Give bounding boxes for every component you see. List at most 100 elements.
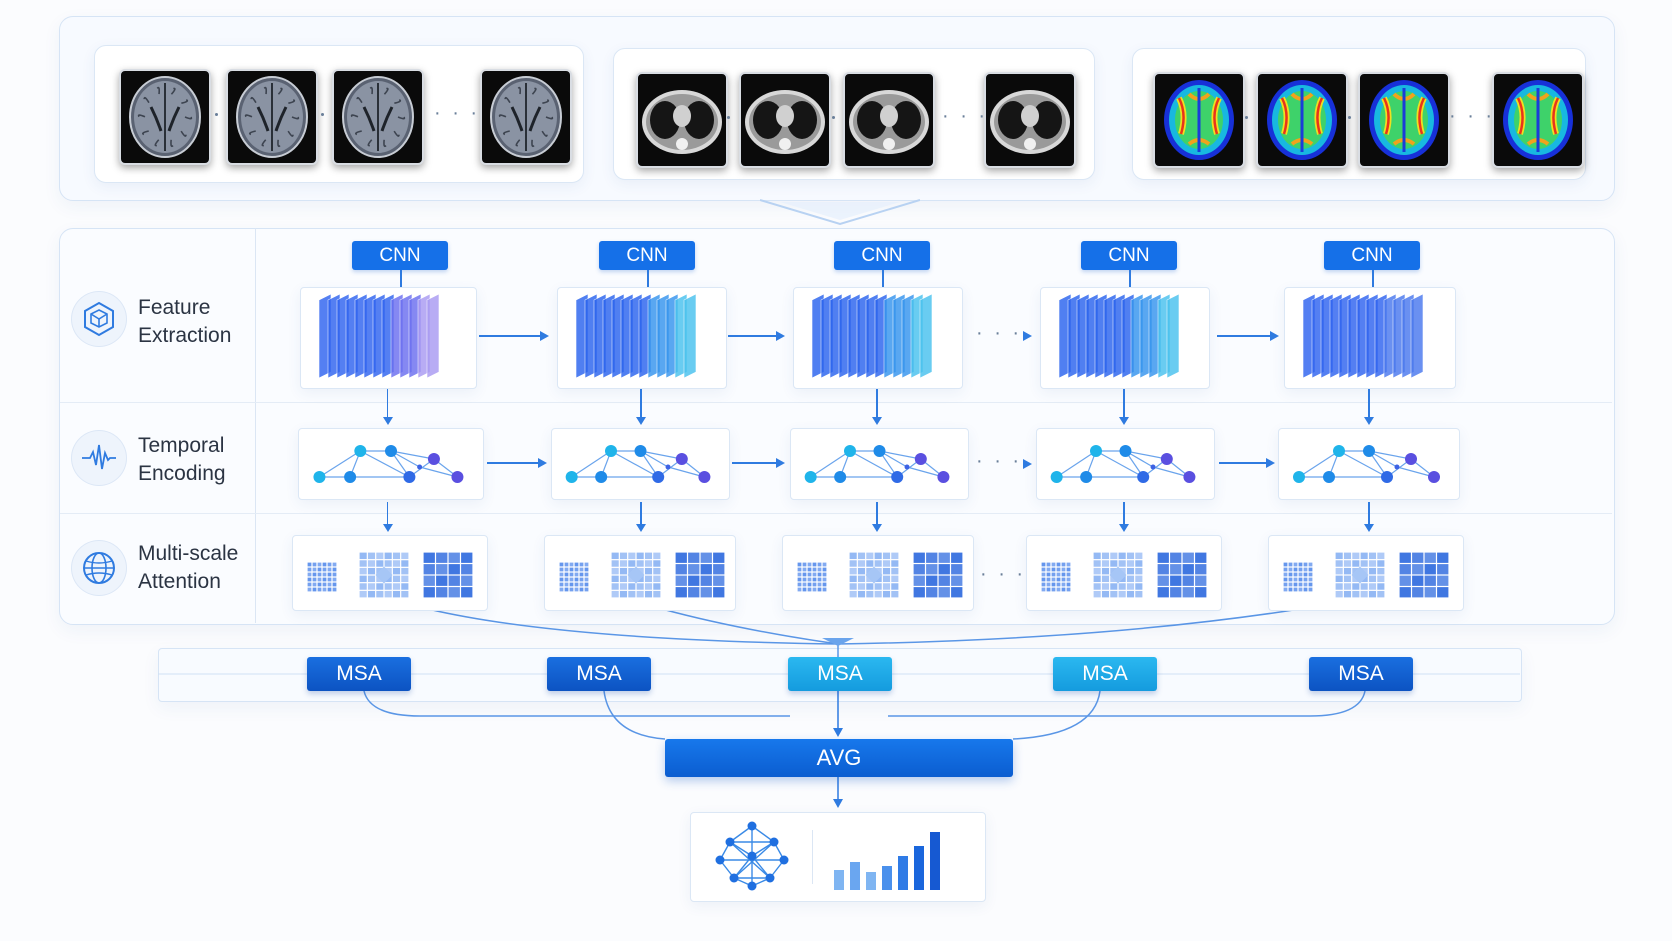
down-arrow xyxy=(386,502,388,526)
output-divider xyxy=(812,830,813,884)
down-arrowhead xyxy=(1364,524,1374,532)
brain-mri-slice xyxy=(332,69,424,165)
stage-label-column xyxy=(59,228,256,623)
down-arrow xyxy=(1368,502,1370,526)
right-arrow xyxy=(728,335,778,337)
column-ellipsis: · · · xyxy=(980,563,1027,585)
feature-extraction-label: Feature Extraction xyxy=(138,296,232,347)
cnn-label: CNN xyxy=(1324,241,1420,270)
msa-block-3: MSA xyxy=(788,657,892,691)
down-arrow xyxy=(386,389,388,419)
scan-separator-dot xyxy=(727,116,730,119)
neural-network-icon xyxy=(715,821,789,891)
right-arrowhead xyxy=(540,331,549,341)
brain-pet-slice xyxy=(1153,72,1245,168)
down-arrowhead xyxy=(382,524,393,532)
scan-ellipsis: · · · xyxy=(434,102,481,124)
feature-map-card xyxy=(793,287,963,389)
down-arrowhead xyxy=(872,524,882,532)
cnn-connector xyxy=(882,270,884,287)
cnn-label: CNN xyxy=(1081,241,1177,270)
chest-ct-slice xyxy=(843,72,935,168)
right-arrowhead xyxy=(1266,458,1275,468)
right-arrowhead xyxy=(538,458,547,468)
panel-connector-chevron xyxy=(760,199,920,226)
right-arrowhead xyxy=(1023,331,1032,341)
attention-map-card xyxy=(1026,535,1222,611)
down-arrowhead xyxy=(872,417,882,425)
feature-map-card xyxy=(300,287,477,389)
down-arrow xyxy=(876,389,878,419)
feature-extraction-icon-badge xyxy=(72,292,126,346)
temporal-graph-card xyxy=(298,428,484,500)
cnn-connector xyxy=(1372,270,1374,287)
brain-mri-slice xyxy=(226,69,318,165)
row-divider xyxy=(60,402,1612,403)
right-arrow xyxy=(732,462,778,464)
right-arrowhead xyxy=(1270,331,1279,341)
scan-separator-dot xyxy=(321,113,324,116)
temporal-encoding-icon-badge xyxy=(72,431,126,485)
brain-mri-slice xyxy=(480,69,572,165)
down-arrow xyxy=(640,502,642,526)
globe-icon xyxy=(83,552,115,584)
feature-map-card xyxy=(1040,287,1210,389)
down-arrowhead xyxy=(1119,417,1129,425)
msa-block-5: MSA xyxy=(1309,657,1413,691)
right-arrowhead xyxy=(776,331,785,341)
feature-map-card xyxy=(557,287,727,389)
multiscale-attention-label: Multi-scale Attention xyxy=(138,542,239,593)
cnn-connector xyxy=(400,270,402,287)
down-arrow xyxy=(1123,389,1125,419)
multiscale-attention-icon-badge xyxy=(72,541,126,595)
msa-block-4: MSA xyxy=(1053,657,1157,691)
column-ellipsis: · · · xyxy=(976,322,1023,344)
waveform-icon xyxy=(82,444,116,470)
attention-map-card xyxy=(292,535,488,611)
cnn-label: CNN xyxy=(599,241,695,270)
feature-map-card xyxy=(1284,287,1456,389)
cnn-connector xyxy=(1129,270,1131,287)
down-arrow xyxy=(876,502,878,526)
bar-chart-icon xyxy=(834,832,940,890)
scan-separator-dot xyxy=(1245,116,1248,119)
down-arrowhead xyxy=(636,417,646,425)
right-arrow xyxy=(1219,462,1268,464)
temporal-graph-card xyxy=(790,428,969,500)
cnn-label: CNN xyxy=(834,241,930,270)
column-ellipsis: · · · xyxy=(976,450,1023,472)
brain-pet-slice xyxy=(1358,72,1450,168)
right-arrow xyxy=(479,335,542,337)
down-arrow xyxy=(640,389,642,419)
scan-ellipsis: · · · xyxy=(942,105,989,127)
right-arrowhead xyxy=(776,458,785,468)
brain-mri-slice xyxy=(119,69,211,165)
temporal-graph-card xyxy=(1278,428,1460,500)
chest-ct-slice xyxy=(739,72,831,168)
chest-ct-slice xyxy=(984,72,1076,168)
scan-separator-dot xyxy=(832,116,835,119)
avg-block: AVG xyxy=(665,739,1013,777)
cube-icon xyxy=(84,301,114,337)
down-arrow xyxy=(1368,389,1370,419)
brain-pet-slice xyxy=(1256,72,1348,168)
chest-ct-slice xyxy=(636,72,728,168)
attention-map-card xyxy=(1268,535,1464,611)
attention-map-card xyxy=(544,535,736,611)
down-arrowhead xyxy=(382,417,393,425)
down-arrowhead xyxy=(1364,417,1374,425)
right-arrow xyxy=(1217,335,1272,337)
msa-block-1: MSA xyxy=(307,657,411,691)
scan-separator-dot xyxy=(1348,116,1351,119)
right-arrowhead xyxy=(1023,459,1032,469)
brain-pet-slice xyxy=(1492,72,1584,168)
temporal-encoding-label: Temporal Encoding xyxy=(138,434,226,485)
down-arrowhead xyxy=(636,524,646,532)
scan-separator-dot xyxy=(215,113,218,116)
msa-block-2: MSA xyxy=(547,657,651,691)
scan-ellipsis: · · · xyxy=(1449,105,1496,127)
down-arrowhead xyxy=(1119,524,1129,532)
temporal-graph-card xyxy=(551,428,730,500)
down-arrow xyxy=(1123,502,1125,526)
cnn-connector xyxy=(647,270,649,287)
